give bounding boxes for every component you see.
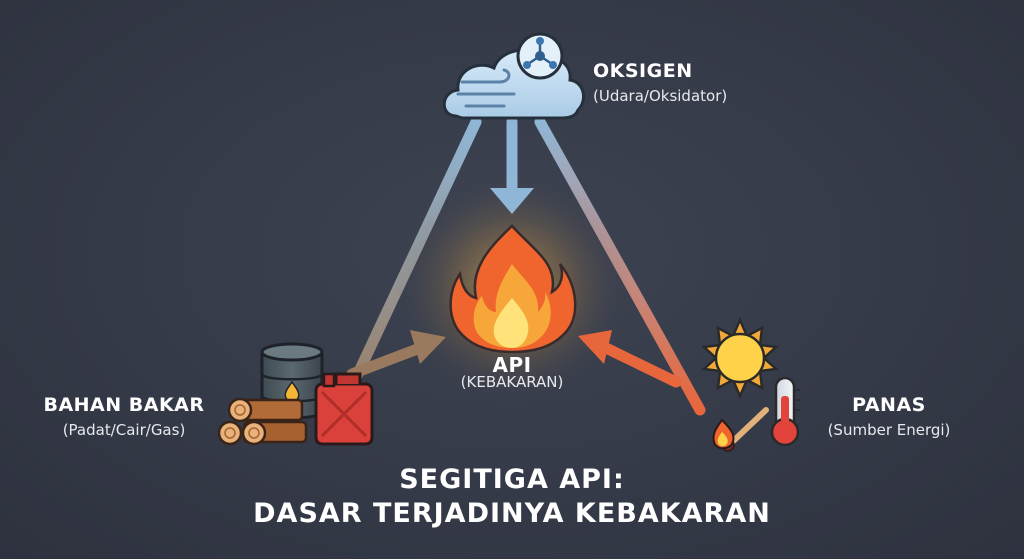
jerrycan-icon [314, 372, 374, 446]
sun-icon [701, 316, 779, 400]
flame-icon [449, 224, 577, 354]
fuel-title: BAHAN BAKAR [43, 394, 205, 416]
thermometer-icon [770, 376, 800, 447]
oxygen-subtitle: (Udara/Oksidator) [593, 87, 728, 105]
cloud-molecule-icon [442, 32, 586, 120]
caption-line-2: DASAR TERJADINYA KEBAKARAN [253, 498, 771, 529]
center-subtitle: (KEBAKARAN) [460, 373, 564, 391]
arrow-from-fuel [346, 330, 446, 380]
center-title: API [492, 353, 532, 377]
caption-line-1: SEGITIGA API: [399, 464, 625, 495]
heat-title: PANAS [852, 394, 926, 416]
arrow-from-oxygen [490, 116, 534, 214]
match-icon [712, 407, 769, 452]
sun-match-thermometer-icon [701, 316, 800, 452]
arrow-from-heat [578, 330, 682, 388]
wood-logs-icon [217, 397, 308, 446]
fuel-subtitle: (Padat/Cair/Gas) [62, 421, 186, 439]
fuel-barrel-logs-jerrycan-icon [217, 342, 374, 446]
heat-subtitle: (Sumber Energi) [827, 421, 951, 439]
oxygen-title: OKSIGEN [593, 60, 693, 82]
